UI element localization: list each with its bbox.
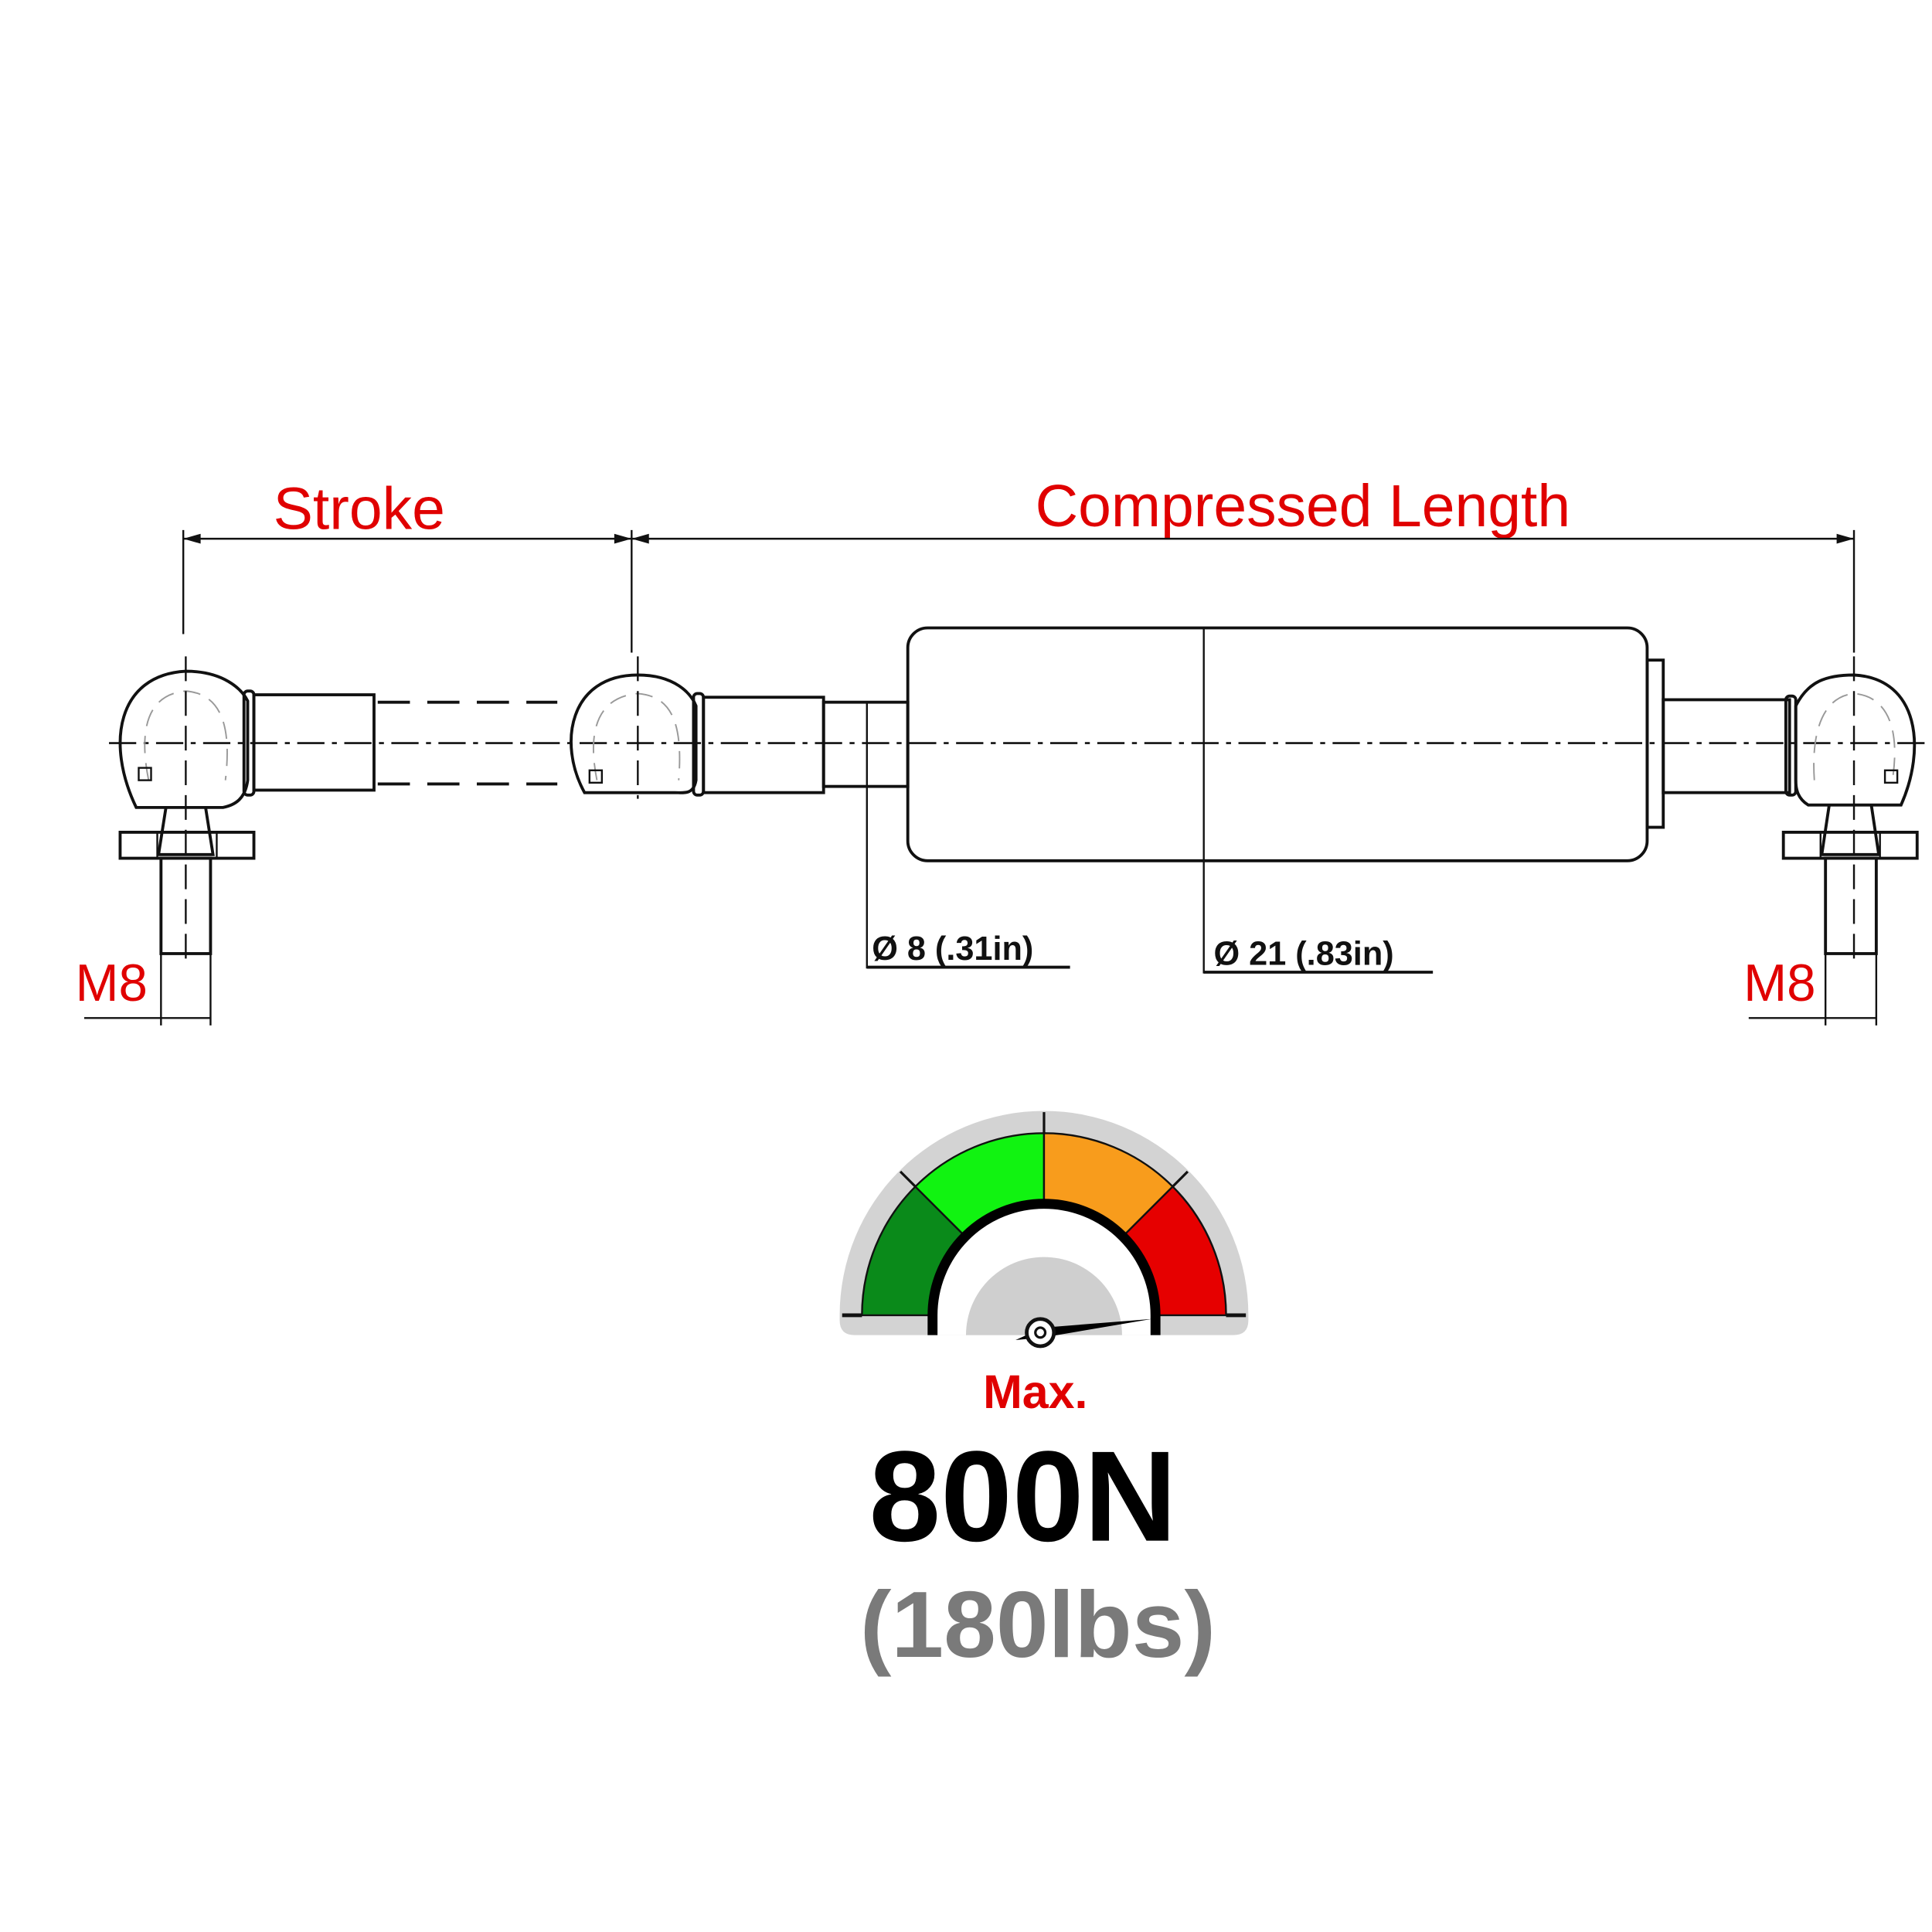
rod-diameter-dimension xyxy=(866,702,1070,969)
compressed-length-label: Compressed Length xyxy=(1036,473,1571,539)
gauge-hub-bg xyxy=(966,1257,1122,1335)
thread-size-right: M8 xyxy=(1743,954,1816,1012)
thread-dimension-right xyxy=(1748,953,1878,1026)
max-label: Max. xyxy=(983,1366,1087,1418)
dimension-lines xyxy=(182,529,1855,653)
force-pounds: (180lbs) xyxy=(860,1572,1216,1677)
force-gauge xyxy=(839,1111,1249,1349)
middle-ball-socket xyxy=(570,656,825,799)
thread-dimension-left xyxy=(83,953,212,1026)
cylinder-tube xyxy=(906,626,1649,862)
end-cap xyxy=(1645,658,1665,829)
stroke-label: Stroke xyxy=(274,475,445,542)
gauge-inner-arc xyxy=(927,1199,1161,1335)
force-newtons: 800N xyxy=(869,1425,1177,1569)
thread-size-left: M8 xyxy=(75,954,148,1012)
tube-diameter-label: Ø 21 (.83in) xyxy=(1214,935,1394,972)
left-ball-socket xyxy=(118,656,376,966)
piston-rod xyxy=(821,700,910,788)
rod-diameter-label: Ø 8 (.31in) xyxy=(872,930,1033,968)
tube-diameter-dimension xyxy=(1202,628,1434,974)
right-ball-socket xyxy=(1662,656,1919,966)
